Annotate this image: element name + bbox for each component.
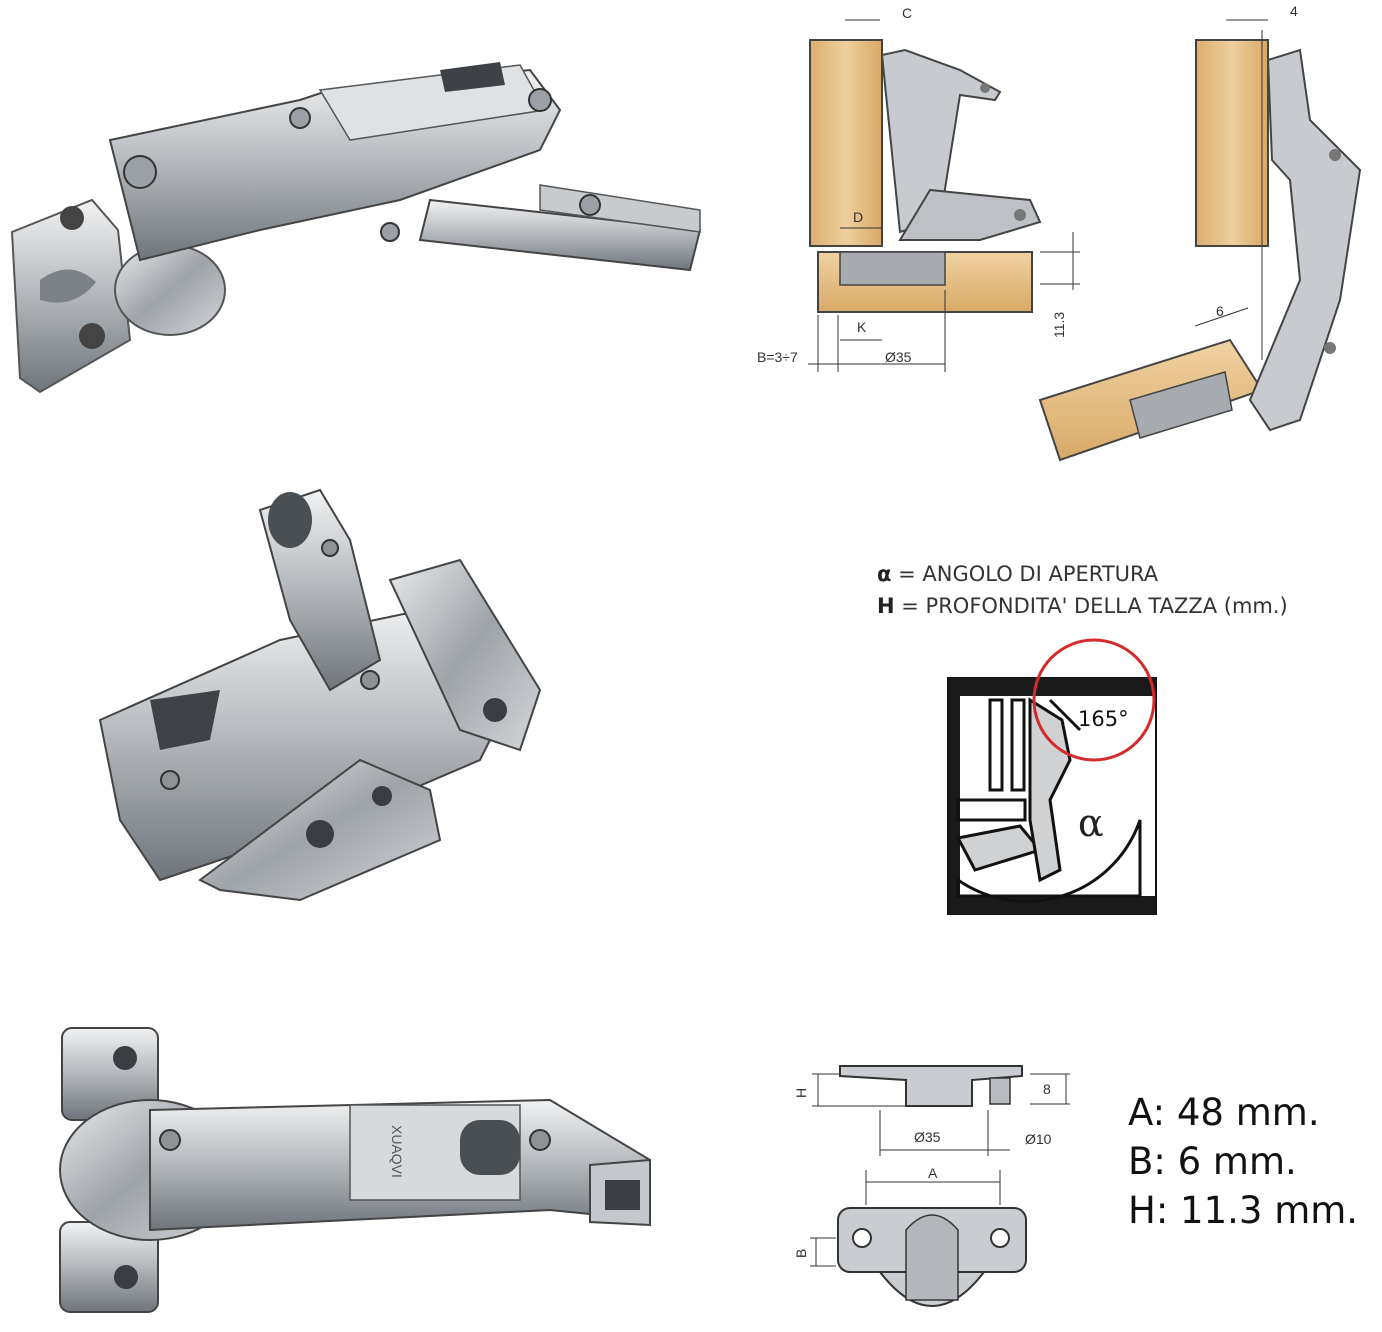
cup-8-label: 8 [1043,1081,1051,1097]
cup-diameter-label: Ø35 [914,1129,941,1145]
cup-dowel-label: Ø10 [1025,1131,1052,1147]
angle-highlight-circle [1032,638,1156,762]
legend-alpha-row: α = ANGOLO DI APERTURA [877,562,1317,586]
angle-arc [956,819,1142,903]
alpha-definition: = ANGOLO DI APERTURA [898,562,1159,586]
dim-depth-label: 11.3 [1051,312,1067,338]
dim-b-label: B=3÷7 [757,349,798,365]
hinge-2-body [98,488,542,902]
alpha-symbol: α [877,562,892,586]
alpha-glyph: α [1078,801,1104,845]
cup-b-label: B [793,1249,809,1258]
h-definition: = PROFONDITA' DELLA TAZZA (mm.) [901,594,1288,618]
spec-b: B: 6 mm. [1128,1140,1297,1183]
legend-h-row: H = PROFONDITA' DELLA TAZZA (mm.) [877,594,1317,618]
dim-diameter-label: Ø35 [885,349,912,365]
cup-side-view: H 8 Ø35 Ø10 [793,1065,1070,1156]
hinge-1-mounting-plate [10,198,132,394]
legend: α = ANGOLO DI APERTURA H = PROFONDITA' D… [877,562,1317,618]
brand-mark: XUAQVI [389,1125,405,1178]
cup-a-label: A [928,1165,938,1181]
cup-h-label: H [793,1088,809,1098]
dim-k-label: K [857,319,867,335]
specifications: A: 48 mm. B: 6 mm. H: 11.3 mm. [1128,1088,1358,1235]
dim-c-label: C [902,5,912,21]
spec-h: H: 11.3 mm. [1128,1189,1359,1232]
open-position-drawing: 4 6 [1038,3,1362,462]
dim-overlay-label: 4 [1290,3,1298,19]
closed-position-drawing: C D K B=3÷7 Ø35 11.3 [757,5,1080,372]
dim-d-label: D [853,209,863,225]
dim-offset-label: 6 [1216,303,1224,319]
h-symbol: H [877,594,895,618]
hinge-1-arm [108,62,702,272]
cup-top-view: A B [793,1165,1027,1307]
hinge-3-body [59,1027,651,1313]
spec-a: A: 48 mm. [1128,1091,1320,1134]
angle-value: 165° [1078,707,1129,731]
